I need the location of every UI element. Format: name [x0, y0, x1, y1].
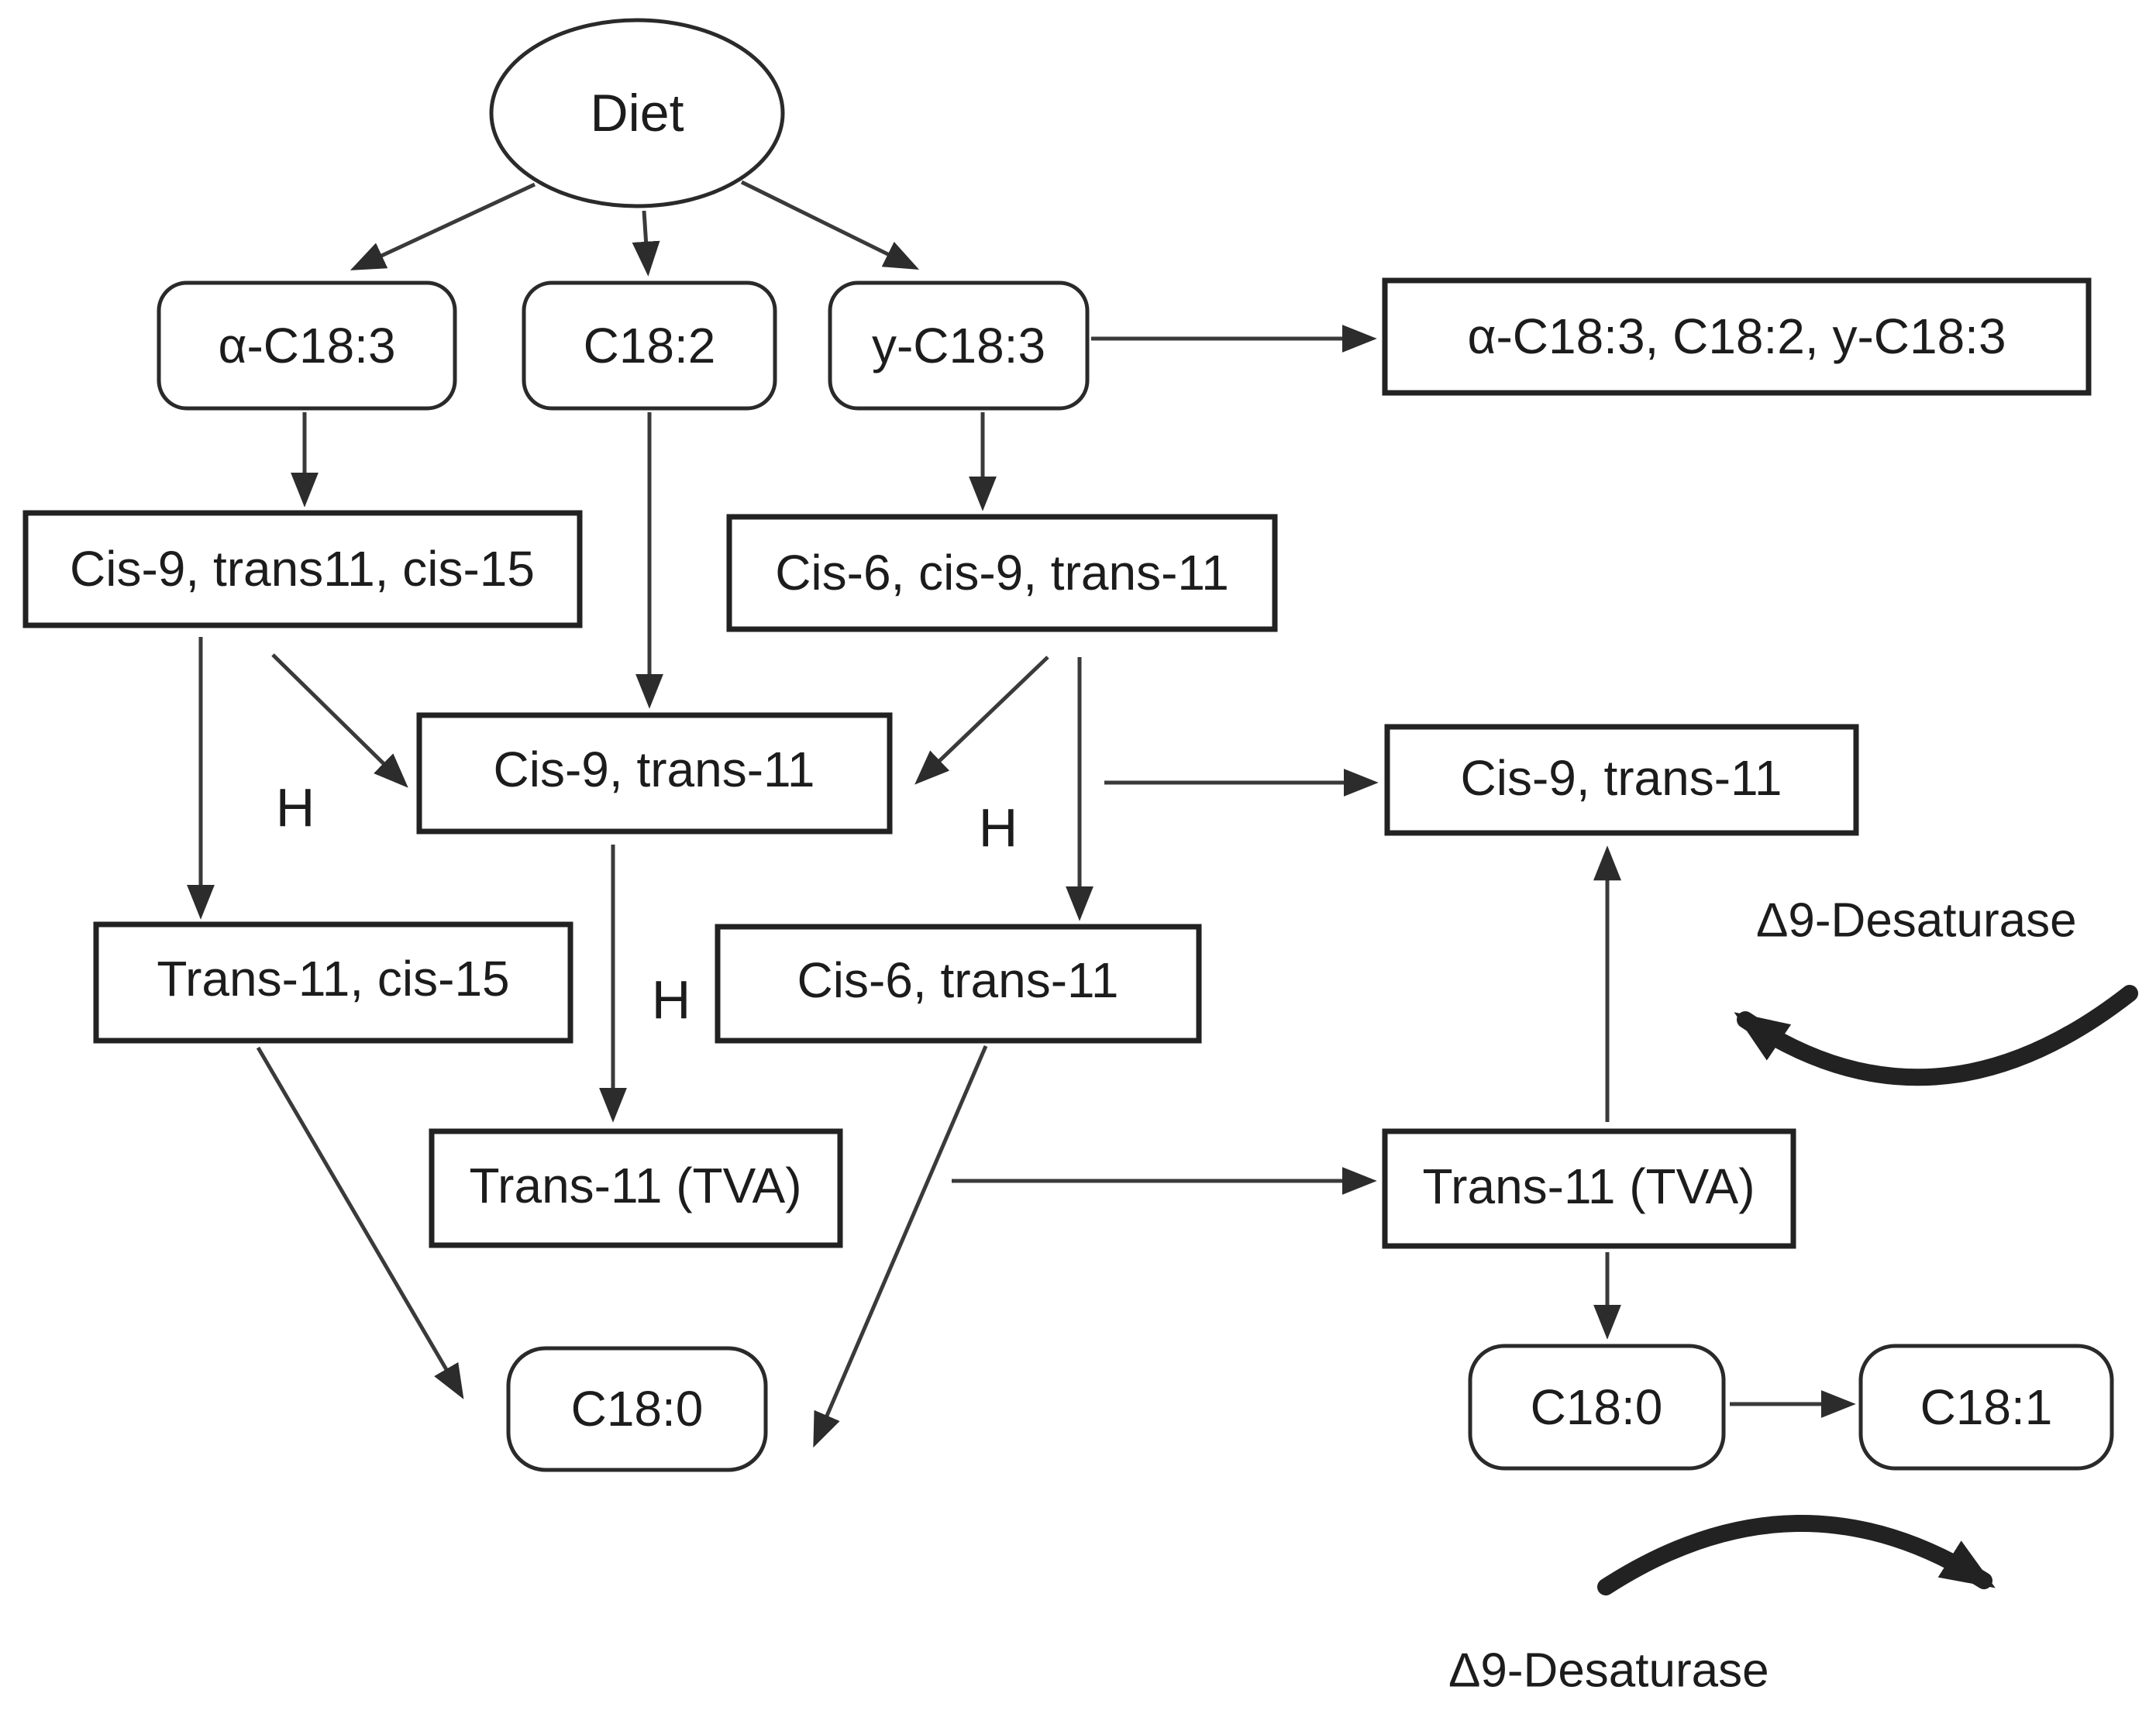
node-c182: C18:2: [522, 281, 777, 411]
cis9-trans11-mid-box: [416, 712, 893, 835]
node-gamma-c183: y-C18:3: [828, 281, 1090, 411]
gamma-c183-box: [828, 281, 1090, 411]
tva-mid-box: [429, 1128, 843, 1248]
cis6-trans11-label: Cis-6, trans-11: [797, 952, 1119, 1008]
c182-box: [522, 281, 777, 411]
node-c180-right: C18:0: [1468, 1344, 1726, 1471]
cis9-trans11-right-label: Cis-9, trans-11: [1461, 750, 1782, 806]
hydrogenation-label-right: H: [979, 797, 1018, 858]
c180-mid-box: [506, 1346, 768, 1472]
alpha-c183-box: [157, 281, 457, 411]
cis9-trans11-cis15-box: [22, 510, 583, 628]
desaturase-bottom-label: Δ9-Desaturase: [1448, 1644, 1769, 1698]
node-tva-mid: Trans-11 (TVA): [429, 1128, 843, 1248]
arrow-diet-to-c182: [632, 210, 660, 277]
node-alpha-c183: α-C18:3: [157, 281, 457, 411]
c181-label: C18:1: [1920, 1379, 2053, 1435]
alpha-c183-label: α-C18:3: [218, 318, 395, 373]
diet-ellipse: [489, 18, 785, 208]
node-cis9-trans11-mid: Cis-9, trans-11: [416, 712, 893, 835]
cis6-cis9-trans11-label: Cis-6, cis-9, trans-11: [775, 545, 1229, 601]
trans11-cis15-label: Trans-11, cis-15: [157, 951, 509, 1007]
cis9-trans11-mid-label: Cis-9, trans-11: [494, 742, 815, 797]
trans11-cis15-box: [93, 921, 573, 1044]
gamma-c183-label: y-C18:3: [872, 318, 1045, 373]
node-diet: Diet: [489, 18, 785, 208]
node-cis6-trans11: Cis-6, trans-11: [715, 924, 1202, 1044]
cis9-trans11-right-box: [1384, 724, 1859, 836]
desaturase-top-label: Δ9-Desaturase: [1756, 894, 2077, 948]
arrow-cis9-trans11-cis15-to-cis9-trans11-mid: [271, 653, 408, 788]
arrow-diet-to-gamma-c183: [740, 180, 920, 270]
absorbed-mix-box: [1382, 277, 2092, 396]
node-c181: C18:1: [1858, 1344, 2114, 1471]
node-tva-right: Trans-11 (TVA): [1382, 1128, 1796, 1249]
node-cis6-cis9-trans11: Cis-6, cis-9, trans-11: [726, 514, 1278, 632]
c180-right-box: [1468, 1344, 1726, 1471]
c180-mid-label: C18:0: [571, 1381, 704, 1437]
node-cis9-trans11-cis15: Cis-9, trans11, cis-15: [22, 510, 583, 628]
cis6-cis9-trans11-box: [726, 514, 1278, 632]
tva-right-label: Trans-11 (TVA): [1422, 1158, 1755, 1214]
c180-right-label: C18:0: [1531, 1379, 1663, 1435]
node-c180-mid: C18:0: [506, 1346, 768, 1472]
arrow-cis6-cis9-trans11-to-cis9-trans11-mid: [914, 656, 1049, 785]
hydrogenation-label-left: H: [276, 777, 315, 838]
node-trans11-cis15: Trans-11, cis-15: [93, 921, 573, 1044]
arrow-cis6-trans11-to-c180-mid: [813, 1045, 988, 1448]
arrow-trans11-cis15-to-c180-mid: [256, 1046, 464, 1399]
cis9-trans11-cis15-label: Cis-9, trans11, cis-15: [70, 541, 535, 597]
connectors: [187, 180, 2138, 1595]
cis6-trans11-box: [715, 924, 1202, 1044]
tva-mid-label: Trans-11 (TVA): [469, 1158, 801, 1213]
arrow-diet-to-alpha-c183: [350, 182, 536, 270]
absorbed-mix-label: α-C18:3, C18:2, y-C18:3: [1467, 308, 2006, 364]
hydrogenation-label-center: H: [652, 969, 691, 1030]
c182-label: C18:2: [584, 318, 716, 373]
desaturase-bottom-curved-arrow: [1597, 1515, 1996, 1595]
diet-label: Diet: [591, 84, 684, 143]
desaturase-top-curved-arrow: [1734, 985, 2138, 1086]
node-absorbed-mix: α-C18:3, C18:2, y-C18:3: [1382, 277, 2092, 396]
tva-right-box: [1382, 1128, 1796, 1249]
c181-box: [1858, 1344, 2114, 1471]
node-cis9-trans11-right: Cis-9, trans-11: [1384, 724, 1859, 836]
